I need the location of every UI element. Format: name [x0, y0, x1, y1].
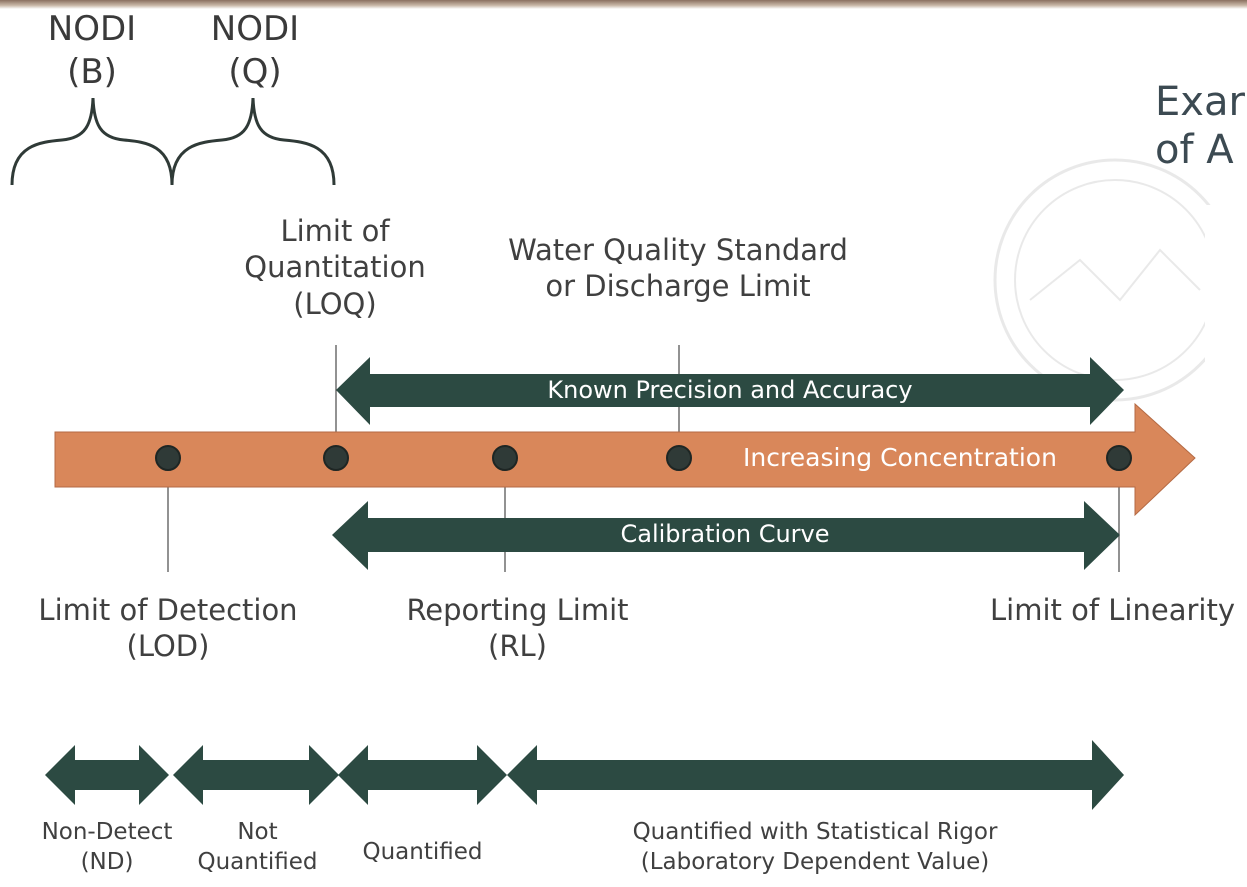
not-quantified-label-line2: Quantified [197, 848, 318, 875]
non-detect-label-line1: Non-Detect [41, 819, 173, 845]
known-precision-label: Known Precision and Accuracy [547, 376, 913, 404]
loq-label-line3: (LOQ) [293, 286, 377, 321]
loq-label-line1: Limit of [280, 214, 390, 248]
loq-point [323, 445, 349, 471]
nodi-b-line2: (B) [67, 51, 117, 92]
wqs-label-line2: or Discharge Limit [545, 269, 811, 304]
rl-label-line1: Reporting Limit [406, 593, 629, 627]
not-quantified-label: Not Quantified [180, 818, 335, 878]
non-detect-range-arrow [45, 745, 169, 805]
lod-point [155, 445, 181, 471]
quantified-rigor-label: Quantified with Statistical Rigor (Labor… [560, 818, 1070, 878]
rl-label-line2: (RL) [488, 629, 547, 664]
top-banner-strip [0, 0, 1247, 9]
non-detect-label-line2: (ND) [80, 848, 134, 875]
non-detect-label: Non-Detect (ND) [22, 818, 192, 878]
increasing-concentration-label: Increasing Concentration [743, 443, 1057, 472]
lod-label-line1: Limit of Detection [38, 593, 298, 627]
nodi-b-label: NODI (B) [30, 8, 154, 93]
nodi-q-brace [170, 97, 336, 186]
rl-point [492, 445, 518, 471]
lol-label-line1: Limit of Linearity [990, 593, 1235, 627]
known-precision-arrow [336, 357, 1124, 425]
calibration-curve-label: Calibration Curve [620, 520, 830, 548]
loq-label-line2: Quantitation [244, 250, 426, 285]
lod-label-line2: (LOD) [126, 629, 210, 664]
quantified-rigor-label-line2: (Laboratory Dependent Value) [640, 848, 990, 875]
lol-point [1106, 445, 1132, 471]
lod-label: Limit of Detection (LOD) [18, 592, 318, 665]
page-title-line1: Exar [1155, 79, 1245, 125]
quantified-label-line1: Quantified [362, 839, 483, 865]
nodi-b-line1: NODI [47, 9, 137, 49]
loq-label: Limit of Quantitation (LOQ) [205, 213, 465, 322]
quantified-range-arrow [338, 745, 507, 805]
not-quantified-range-arrow [173, 745, 339, 805]
calibration-curve-arrow [332, 501, 1120, 570]
nodi-b-brace [10, 97, 174, 186]
seal-watermark [993, 158, 1237, 402]
page-title-line2: of A [1155, 127, 1234, 173]
lol-label: Limit of Linearity [990, 592, 1247, 628]
not-quantified-label-line1: Not [237, 819, 278, 845]
page-title: Exar of A [1155, 78, 1247, 174]
nodi-q-line1: NODI [210, 9, 300, 49]
quantified-rigor-label-line1: Quantified with Statistical Rigor [632, 819, 998, 845]
wqs-label-line1: Water Quality Standard [508, 233, 848, 267]
nodi-q-line2: (Q) [228, 51, 282, 92]
quantified-label: Quantified [345, 838, 500, 868]
rl-label: Reporting Limit (RL) [380, 592, 655, 665]
quantified-rigor-range-arrow [507, 740, 1124, 810]
increasing-concentration-arrow [54, 402, 1196, 517]
wqs-label: Water Quality Standard or Discharge Limi… [478, 232, 878, 305]
wqs-point [666, 445, 692, 471]
nodi-q-label: NODI (Q) [193, 8, 317, 93]
